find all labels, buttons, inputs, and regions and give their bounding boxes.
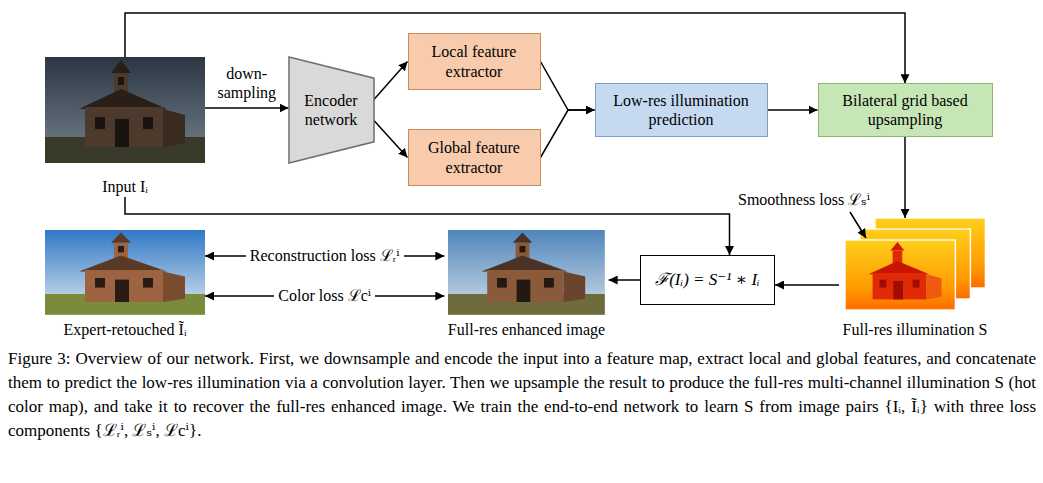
connector-arrow	[768, 109, 818, 111]
illustration-part	[891, 242, 905, 251]
illustration-part	[79, 89, 167, 109]
process-box: Low-res illumination prediction	[595, 83, 768, 136]
encoder-trapezoid: Encoder network	[289, 57, 374, 163]
illustration-part	[893, 281, 903, 299]
illustration-part	[163, 272, 185, 302]
trapezoid-shape	[289, 57, 374, 163]
image-panel: Input Iᵢ	[45, 57, 205, 197]
formula-box: ℱ(Iᵢ) = S⁻¹ ∗ Iᵢ	[640, 255, 775, 305]
connector-arrow	[125, 197, 730, 255]
edge-label: Color loss ℒcⁱ	[274, 286, 375, 305]
illustration-part	[487, 270, 563, 302]
input-photo	[45, 57, 205, 163]
illustration-part	[163, 109, 185, 147]
process-box: Local feature extractor	[408, 33, 541, 90]
illustration-part	[115, 119, 129, 147]
illustration-part	[448, 230, 605, 315]
connector-group	[125, 13, 905, 296]
expert-photo	[45, 230, 205, 315]
process-box: Global feature extractor	[408, 129, 541, 186]
illustration-part	[118, 246, 124, 252]
illustration-part	[868, 261, 929, 274]
illustration-part	[520, 246, 526, 252]
connector-arrow	[541, 110, 595, 158]
illustration-part	[517, 280, 531, 302]
image-caption: Input Iᵢ	[102, 177, 148, 197]
node-text: Encoder network	[293, 91, 370, 129]
illustration-part	[845, 240, 955, 310]
leader-arrow	[850, 212, 866, 238]
connector-arrow	[205, 107, 289, 109]
illustration-part	[85, 270, 163, 302]
illustration-part	[513, 232, 533, 242]
connector-arrow	[904, 137, 906, 218]
illustration-part	[497, 278, 507, 288]
image-panel: Full-res illumination S	[839, 218, 991, 340]
image-caption: Full-res illumination S	[843, 320, 988, 340]
illustration-part	[873, 273, 927, 299]
node-text: ℱ(Iᵢ) = S⁻¹ ∗ Iᵢ	[655, 270, 760, 290]
illustration-part	[143, 278, 153, 288]
illustration-part	[95, 117, 105, 129]
connector-arrow	[775, 284, 839, 286]
illustration-part	[111, 232, 131, 242]
illustration-part	[143, 117, 153, 129]
edge-label: Reconstruction loss ℒᵣⁱ	[246, 246, 404, 265]
illustration-part	[926, 274, 941, 299]
illustration-part	[564, 272, 586, 302]
illustration-part	[79, 256, 167, 272]
illustration-part	[45, 230, 205, 315]
illustration-part	[115, 280, 129, 302]
connector-arrow	[609, 279, 640, 281]
illustration-part	[481, 256, 567, 272]
illustration-part	[118, 77, 124, 85]
enhanced-photo	[448, 230, 605, 315]
process-box: Bilateral grid based upsampling	[818, 83, 993, 136]
image-panel: Full-res enhanced image	[444, 230, 608, 340]
node-text: Low-res illumination prediction	[604, 91, 759, 129]
illustration-part	[544, 278, 554, 288]
figure-caption: Figure 3: Overview of our network. First…	[8, 347, 1036, 444]
connector-arrow	[374, 62, 408, 101]
connector-arrow	[541, 62, 595, 111]
connector-arrow	[374, 120, 408, 158]
node-text: Bilateral grid based upsampling	[827, 91, 984, 129]
illustration-part	[95, 278, 105, 288]
loss-label: Smoothness loss ℒₛⁱ	[738, 190, 870, 209]
image-caption: Full-res enhanced image	[448, 320, 605, 340]
illustration-part	[111, 60, 131, 73]
illustration-part	[45, 57, 205, 163]
illustration-part	[85, 107, 163, 147]
illumination-front	[845, 240, 955, 310]
edge-label: down- sampling	[211, 64, 283, 102]
node-text: Global feature extractor	[417, 138, 532, 176]
image-panel: Expert-retouched Ĩᵢ	[45, 230, 205, 340]
illustration-part	[913, 280, 920, 288]
illustration-part	[880, 280, 887, 288]
trapezoid-outline	[289, 57, 374, 163]
image-caption: Expert-retouched Ĩᵢ	[64, 320, 187, 340]
node-text: Local feature extractor	[417, 42, 532, 80]
